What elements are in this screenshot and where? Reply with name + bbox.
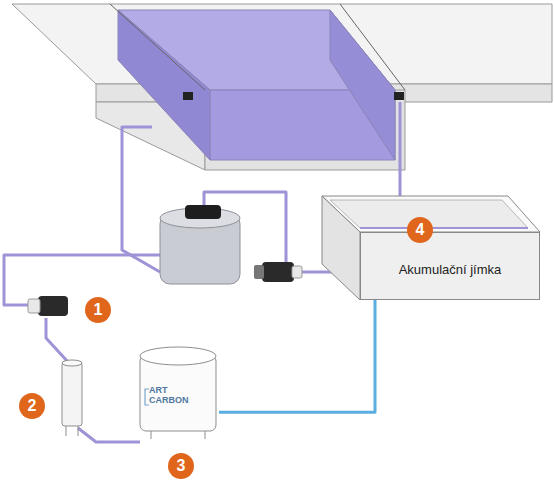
sump-box: Akumulační jímka bbox=[360, 232, 540, 300]
callout-number: 2 bbox=[19, 393, 45, 419]
callout-number: 3 bbox=[168, 453, 194, 479]
callout-number: 1 bbox=[85, 297, 111, 323]
water-pipe-connector bbox=[219, 240, 375, 412]
carbon-filter-unit: ART CARBON bbox=[137, 345, 219, 441]
callout-number: 4 bbox=[407, 217, 433, 243]
logo-text: ART CARBON bbox=[149, 385, 197, 406]
box-label: Akumulační jímka bbox=[399, 263, 502, 278]
